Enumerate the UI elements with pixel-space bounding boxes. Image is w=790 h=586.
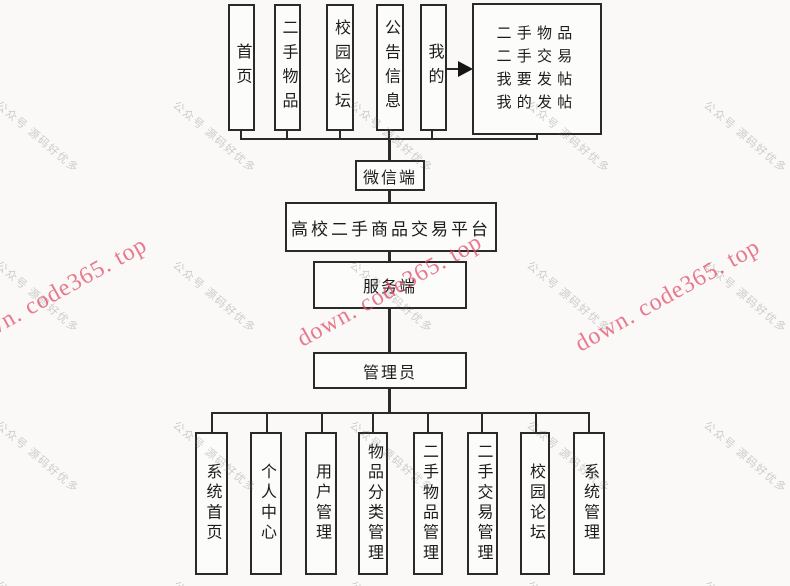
watermark-gray: 公众号 源码好优多: [701, 259, 789, 336]
node-personal-center: 个人中心: [250, 432, 282, 575]
node-admin: 管理员: [313, 352, 467, 389]
submenu-line: 我要发帖: [496, 72, 578, 88]
node-system-home: 系统首页: [195, 432, 228, 575]
submenu-line: 二手交易: [496, 49, 578, 65]
connector-stub: [286, 131, 288, 139]
connector-drop: [388, 138, 391, 162]
node-campus-forum: 校园论坛: [326, 4, 354, 131]
node-system-management: 系统管理: [573, 432, 605, 575]
watermark-gray: 公众号 源码好优多: [170, 577, 260, 586]
node-server: 服务端: [313, 261, 467, 309]
connector-stub: [535, 413, 537, 432]
watermark-gray: 公众号 源码好优多: [0, 259, 81, 336]
connector-stub: [588, 413, 590, 432]
node-item-category-management: 物品分类管理: [358, 432, 388, 575]
node-platform: 高校二手商品交易平台: [285, 202, 497, 252]
watermark-gray: 公众号 源码好优多: [347, 577, 437, 586]
watermark-gray: 公众号 源码好优多: [701, 577, 790, 586]
watermark-gray: 公众号 源码好优多: [524, 259, 612, 336]
connector-stub: [321, 413, 323, 432]
watermark-gray: 公众号 源码好优多: [0, 577, 83, 586]
connector-drop: [388, 250, 391, 263]
connector-stub: [388, 131, 390, 139]
node-campus-forum-admin: 校园论坛: [520, 432, 550, 575]
connector-bus-bottom: [211, 412, 590, 414]
connector-stub: [266, 413, 268, 432]
connector-drop: [388, 387, 391, 414]
node-home: 首页: [228, 4, 255, 131]
connector-stub: [536, 135, 538, 139]
node-announcements: 公告信息: [376, 4, 404, 131]
connector-drop: [388, 307, 391, 354]
connector-stub: [240, 131, 242, 139]
node-mine: 我的: [420, 4, 447, 131]
node-secondhand-items: 二手物品: [274, 4, 301, 131]
node-mine-submenu: 二手物品 二手交易 我要发帖 我的发帖: [472, 3, 602, 135]
connector-stub: [431, 131, 433, 139]
arrow-line: [447, 68, 460, 70]
connector-stub: [372, 413, 374, 432]
watermark-red: down. code365. top: [570, 233, 765, 358]
submenu-line: 我的发帖: [496, 95, 578, 111]
connector-stub: [427, 413, 429, 432]
connector-stub: [339, 131, 341, 139]
watermark-gray: 公众号 源码好优多: [170, 259, 258, 336]
mine-submenu-lines: 二手物品 二手交易 我要发帖 我的发帖: [496, 23, 577, 115]
node-secondhand-trade-management: 二手交易管理: [467, 432, 498, 575]
node-secondhand-item-management: 二手物品管理: [413, 432, 443, 575]
connector-stub: [211, 413, 213, 432]
watermark-gray: 公众号 源码好优多: [0, 99, 81, 176]
connector-drop: [388, 189, 391, 203]
watermark-gray: 公众号 源码好优多: [0, 419, 81, 496]
submenu-line: 二手物品: [496, 26, 578, 42]
watermark-gray: 公众号 源码好优多: [524, 577, 614, 586]
watermark-red: down. code365. top: [0, 231, 152, 356]
watermark-gray: 公众号 源码好优多: [701, 99, 789, 176]
connector-stub: [481, 413, 483, 432]
arrow-right-icon: [458, 61, 473, 77]
watermark-gray: 公众号 源码好优多: [701, 419, 789, 496]
node-user-management: 用户管理: [305, 432, 337, 575]
node-wechat-client: 微信端: [355, 160, 425, 191]
